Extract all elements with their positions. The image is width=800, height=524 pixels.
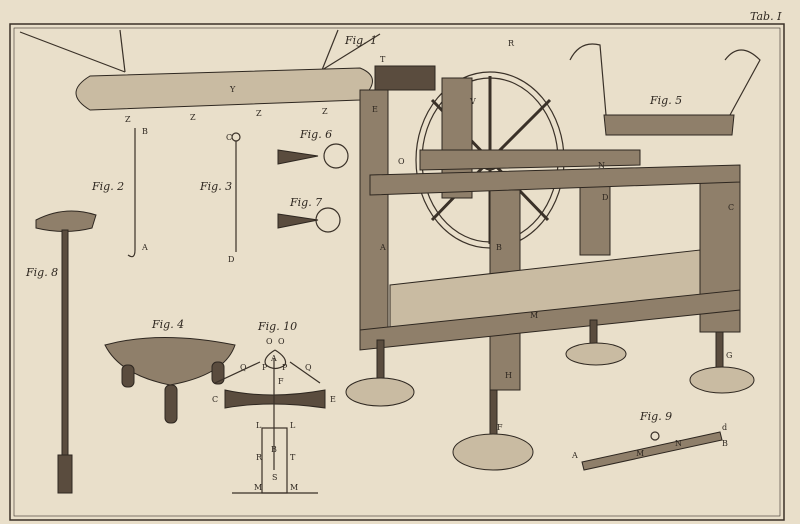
svg-text:Q: Q [305, 363, 312, 372]
svg-text:E: E [330, 395, 336, 404]
svg-text:B: B [722, 439, 728, 448]
svg-text:N: N [675, 439, 682, 448]
svg-text:M: M [530, 311, 538, 320]
fig-2-hook: B A [127, 127, 148, 258]
svg-text:F: F [497, 423, 503, 432]
fig-3-rod: C D [226, 132, 241, 264]
svg-text:R: R [508, 39, 515, 48]
svg-text:D: D [602, 193, 608, 202]
svg-text:R: R [256, 453, 263, 462]
svg-text:B: B [271, 445, 277, 454]
svg-text:M: M [290, 483, 298, 492]
svg-text:M: M [254, 483, 262, 492]
fig-10-letters: O O A Q P P Q F C E L L B R T S M M [212, 337, 336, 492]
svg-text:P: P [262, 363, 268, 372]
svg-text:Q: Q [240, 363, 247, 372]
svg-text:F: F [278, 377, 284, 386]
fig-2-label: Fig. 2 [91, 180, 124, 193]
prime-conductor: Y Z Z Z Z [19, 29, 436, 124]
fig-8-label: Fig. 8 [25, 266, 58, 279]
svg-text:H: H [505, 371, 512, 380]
fig-8-stand [35, 210, 97, 494]
plate-title: Tab. I [750, 10, 782, 23]
fig-7-label: Fig. 7 [289, 196, 322, 209]
svg-text:C: C [212, 395, 218, 404]
svg-text:C: C [226, 133, 232, 142]
fig-4-label: Fig. 4 [151, 318, 184, 331]
plate-border [9, 23, 785, 521]
svg-text:M: M [636, 449, 644, 458]
svg-text:A: A [571, 451, 578, 460]
fig-9-bar: A M N B d [571, 423, 728, 471]
svg-text:D: D [228, 255, 234, 264]
conductor-letter: Z [322, 107, 328, 116]
conductor-letter: Y [229, 85, 236, 94]
conductor-letter: Z [125, 115, 131, 124]
svg-text:B: B [142, 127, 148, 136]
fig-1-label: Fig. 1 [344, 34, 377, 47]
svg-text:V: V [469, 97, 476, 106]
conductor-letter: Z [256, 109, 262, 118]
svg-text:O: O [278, 337, 285, 346]
svg-text:A: A [141, 243, 148, 252]
svg-text:C: C [728, 203, 734, 212]
svg-text:S: S [272, 473, 277, 482]
svg-text:A: A [270, 354, 277, 363]
fig-10-label: Fig. 10 [257, 320, 297, 333]
svg-text:L: L [256, 421, 262, 430]
svg-text:T: T [290, 453, 296, 462]
svg-text:L: L [290, 421, 296, 430]
svg-text:N: N [598, 161, 605, 170]
svg-text:G: G [726, 351, 732, 360]
plate-border-inner [13, 27, 781, 517]
svg-text:A: A [379, 243, 386, 252]
svg-text:P: P [282, 363, 288, 372]
fig-5-label: Fig. 5 [649, 94, 682, 107]
svg-text:d: d [722, 423, 727, 432]
conductor-letter: Z [190, 113, 196, 122]
svg-text:O: O [266, 337, 273, 346]
svg-text:O: O [398, 157, 405, 166]
svg-text:B: B [496, 243, 502, 252]
fig-6-label: Fig. 6 [299, 128, 332, 141]
fig-9-label: Fig. 9 [639, 410, 672, 423]
fig-7-cone [277, 207, 341, 233]
svg-text:E: E [372, 105, 378, 114]
fig-1-letters: R T V O N E A B C D H M F G [372, 39, 734, 432]
fig-3-label: Fig. 3 [199, 180, 232, 193]
fig-6-cone [277, 143, 349, 169]
fig-10-apparatus: O O A Q P P Q F C E L L B R T S M M [212, 337, 336, 494]
electrical-machine: R T V O N E A B C D H M F G [345, 39, 755, 471]
fig-5-tray [569, 43, 761, 136]
fig-4-stool [104, 337, 236, 424]
svg-text:T: T [380, 55, 386, 64]
